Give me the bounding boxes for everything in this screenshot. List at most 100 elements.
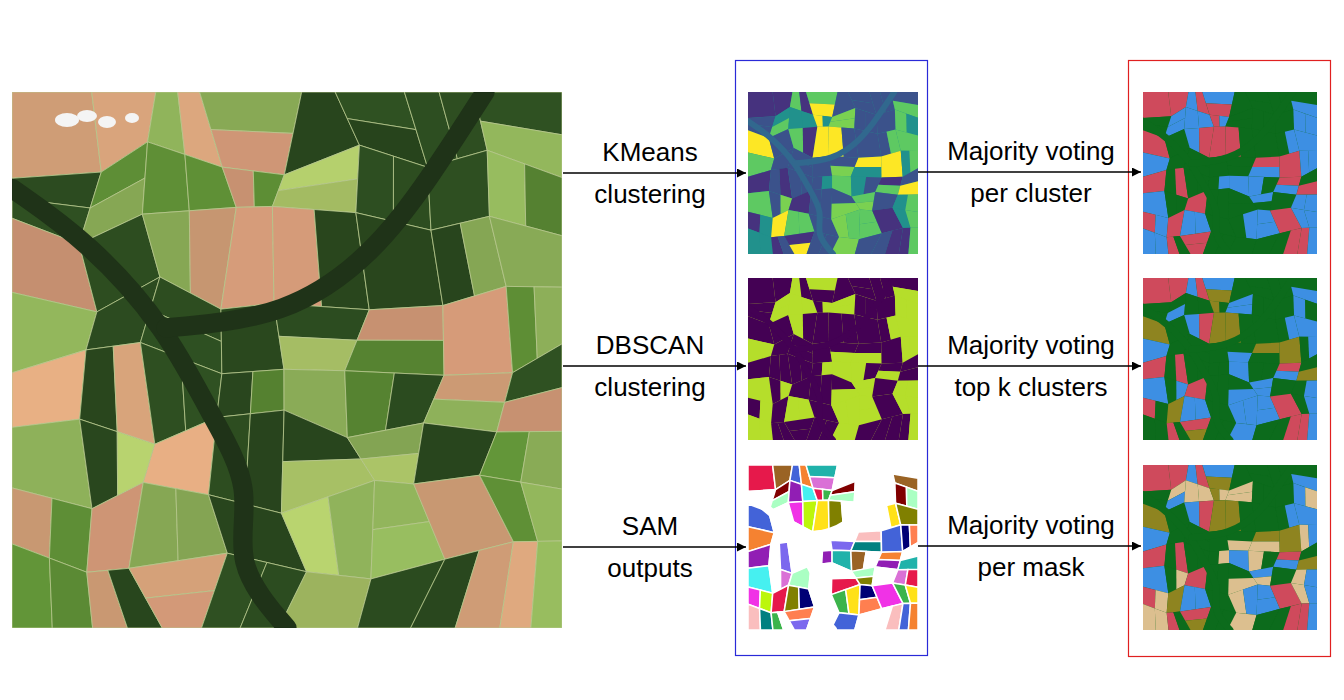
arrow-label: SAM outputs (580, 505, 720, 589)
river-band (1143, 307, 1230, 440)
field-patch (1304, 569, 1317, 587)
field-patch (895, 296, 907, 319)
field-patch (1249, 567, 1273, 578)
field-patch (1143, 170, 1166, 193)
field-patch (1299, 151, 1309, 177)
field-patch (1143, 415, 1156, 440)
field-patch (788, 107, 803, 129)
field-patch (357, 306, 443, 341)
field-patch (852, 378, 876, 389)
field-patch (908, 414, 918, 440)
field-patch (279, 572, 371, 628)
field-patch (896, 503, 918, 525)
field-patch (1299, 525, 1309, 552)
field-patch (769, 355, 781, 381)
field-patch (1180, 585, 1196, 611)
field-patch (806, 465, 838, 478)
field-patch (822, 550, 832, 564)
field-patch (1294, 503, 1317, 525)
field-patch (908, 228, 918, 254)
river-band (748, 121, 833, 254)
river-band (796, 92, 895, 163)
sam-masks (748, 465, 918, 630)
field-patch (878, 363, 902, 372)
field-patch (813, 115, 823, 127)
field-patch (1218, 362, 1229, 375)
field-patch (1185, 190, 1208, 213)
field-patch (851, 353, 882, 364)
field-patch (1243, 585, 1258, 615)
field-patch (1276, 551, 1301, 560)
river-band (1143, 121, 1230, 254)
arrow-label: Majority voting per cluster (933, 130, 1129, 214)
field-patch (1143, 604, 1156, 630)
field-patch (1252, 108, 1264, 131)
field-patch (905, 396, 918, 414)
arrow-label: KMeans clustering (580, 131, 720, 215)
field-patch (905, 569, 918, 587)
field-patch (1304, 381, 1317, 398)
dbscan-map (748, 278, 918, 440)
flow-arrow (563, 365, 746, 366)
field-patch (49, 558, 92, 628)
field-patch (1143, 544, 1166, 568)
field-patch (361, 453, 419, 484)
field-patch (1155, 608, 1169, 630)
field-patch (1307, 603, 1317, 630)
field-patch (1218, 550, 1229, 564)
field-patch (80, 419, 118, 509)
field-patch (1143, 229, 1156, 254)
field-patch (822, 362, 832, 375)
field-patch (1180, 210, 1196, 236)
panel-ground (748, 278, 918, 440)
field-patch (1210, 301, 1220, 313)
arrow-label: DBSCAN clustering (580, 324, 720, 408)
cloud (98, 116, 116, 128)
field-patch (1209, 500, 1226, 532)
field-patch (748, 229, 760, 254)
field-patch (443, 286, 513, 375)
field-patch (1252, 157, 1279, 168)
panel-ground (748, 92, 918, 254)
panel-ground (1143, 92, 1317, 254)
river-band (748, 307, 833, 440)
panel-ground (12, 92, 562, 628)
field-patch (250, 369, 284, 413)
field-patch (1296, 556, 1317, 570)
field-patch (1143, 278, 1171, 304)
field-patch (1210, 488, 1220, 500)
arrow-label: Majority voting per mask (933, 504, 1129, 588)
field-patch (1305, 114, 1317, 136)
field-patch (1304, 396, 1317, 414)
field-patch (789, 376, 812, 399)
field-patch (356, 145, 394, 221)
field-patch (1210, 115, 1220, 127)
field-patch (489, 216, 562, 287)
field-patch (1208, 362, 1219, 376)
field-patch (905, 585, 918, 603)
field-patch (1202, 465, 1234, 478)
field-patch (1164, 191, 1176, 218)
kmeans-map (748, 92, 918, 254)
field-patch (1279, 337, 1301, 364)
field-patch (1279, 525, 1301, 552)
field-patch (769, 377, 781, 404)
field-patch (1299, 337, 1309, 363)
field-patch (1252, 531, 1279, 542)
field-patch (855, 343, 882, 354)
field-patch (12, 92, 101, 178)
field-patch (1227, 166, 1252, 176)
field-patch (1185, 565, 1208, 589)
field-patch (846, 209, 860, 239)
field-patch (813, 488, 823, 500)
field-patch (521, 482, 562, 541)
field-patch (1209, 313, 1226, 344)
field-patch (1279, 151, 1301, 178)
field-patch (1143, 356, 1166, 379)
field-patch (813, 500, 829, 532)
panel-ground (1143, 278, 1317, 440)
field-patch (345, 340, 444, 375)
field-patch (806, 92, 838, 105)
field-patch (855, 157, 882, 168)
field-patch (525, 164, 562, 236)
